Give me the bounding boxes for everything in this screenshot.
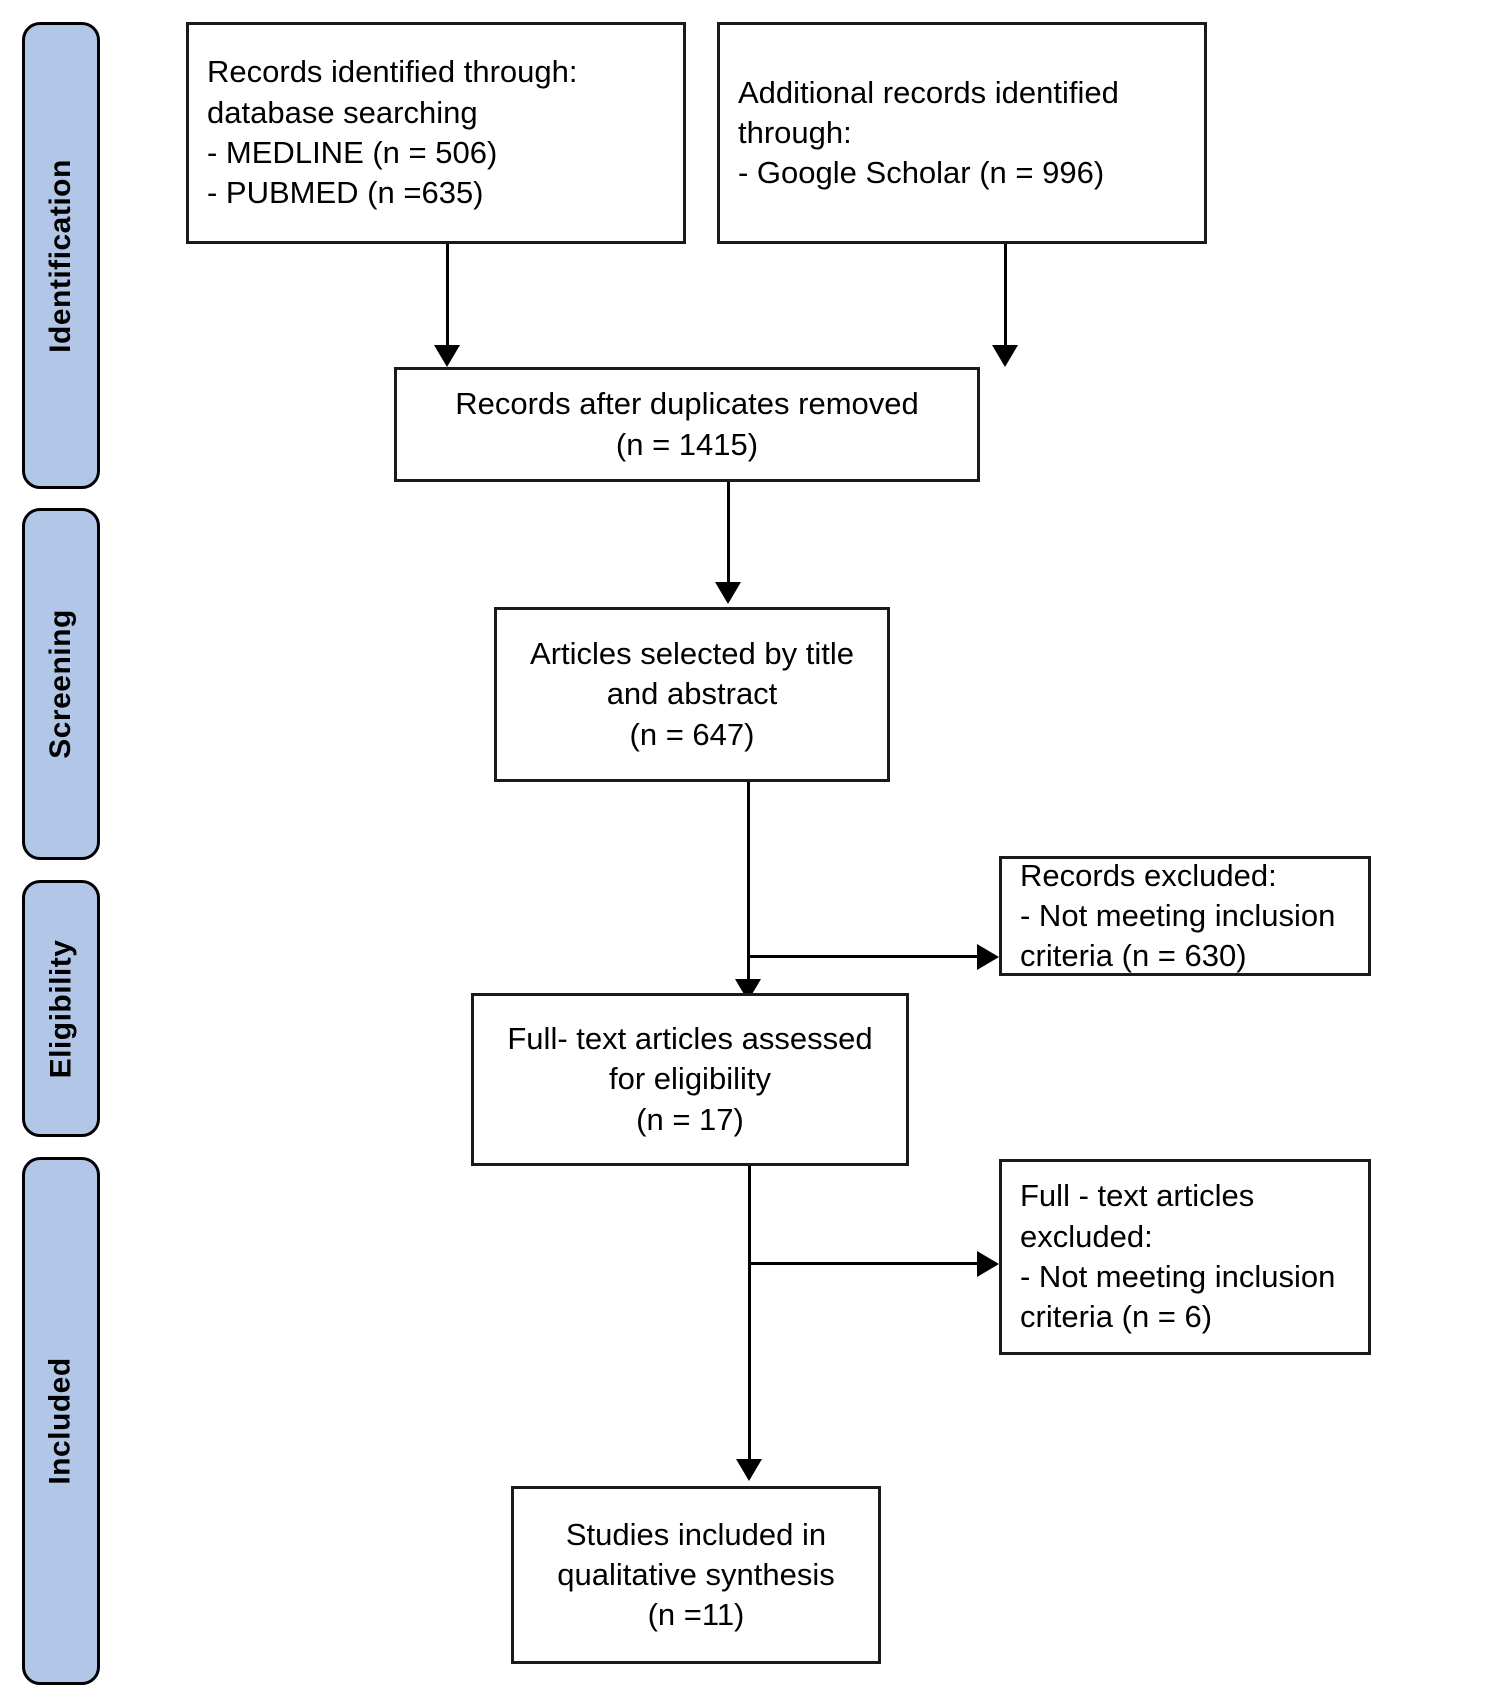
arrowhead-duplicates-to-selected [715,582,741,604]
arrowhead-selected-to-records-excluded [977,944,999,970]
box-database-search-line-3: - MEDLINE (n = 506) [207,135,498,170]
connector-fulltext-to-fulltext-excluded [748,1262,979,1265]
box-records-excluded-line-2: - Not meeting inclusion [1020,897,1336,933]
box-fulltext-assessed: Full- text articles assessed for eligibi… [471,993,909,1166]
box-studies-included-line-2: qualitative synthesis [557,1556,835,1592]
box-additional-records-line-1: Additional records identified [738,74,1119,110]
box-records-excluded: Records excluded: - Not meeting inclusio… [999,856,1371,976]
box-duplicates-removed-line-2: (n = 1415) [615,426,759,462]
box-records-excluded-line-1: Records excluded: [1020,857,1277,893]
connector-database-to-duplicates [446,244,449,348]
box-title-abstract-line-3: (n = 647) [629,716,755,752]
box-additional-records-line-3: - Google Scholar (n = 996) [738,155,1105,191]
box-duplicates-removed-line-1: Records after duplicates removed [455,386,919,422]
connector-selected-to-records-excluded [747,955,979,958]
box-fulltext-assessed-line-1: Full- text articles assessed [507,1021,873,1057]
box-fulltext-excluded-line-2: excluded: [1020,1218,1153,1254]
stage-identification: Identification [22,22,100,489]
stage-included: Included [22,1157,100,1685]
connector-duplicates-to-selected [727,482,730,585]
stage-eligibility: Eligibility [22,880,100,1137]
box-studies-included-line-1: Studies included in [565,1516,827,1552]
box-additional-records-line-2: through: [738,114,852,150]
box-fulltext-assessed-line-2: for eligibility [609,1061,771,1097]
connector-additional-to-duplicates [1004,244,1007,348]
arrowhead-fulltext-to-included [736,1459,762,1481]
box-studies-included-line-3: (n =11) [647,1597,745,1633]
box-duplicates-removed: Records after duplicates removed (n = 14… [394,367,980,482]
arrowhead-database-to-duplicates [434,345,460,367]
stage-identification-label: Identification [44,158,78,353]
box-records-excluded-line-3: criteria (n = 630) [1020,938,1247,974]
arrowhead-additional-to-duplicates [992,345,1018,367]
box-database-search: Records identified through: database sea… [186,22,686,244]
arrowhead-fulltext-to-fulltext-excluded [977,1251,999,1277]
stage-eligibility-label: Eligibility [44,939,78,1078]
stage-screening: Screening [22,508,100,860]
box-database-search-line-1: Records identified through: [207,54,578,90]
connector-selected-to-fulltext [747,782,750,982]
box-studies-included: Studies included in qualitative synthesi… [511,1486,881,1664]
box-fulltext-excluded-line-3: - Not meeting inclusion [1020,1259,1336,1294]
box-title-abstract-line-2: and abstract [606,676,778,712]
stage-included-label: Included [44,1357,77,1485]
box-fulltext-assessed-line-3: (n = 17) [636,1101,744,1137]
box-database-search-line-2: database searching [207,94,478,130]
box-fulltext-excluded-line-1: Full - text articles [1020,1178,1255,1214]
box-database-search-line-4: - PUBMED (n =635) [207,175,484,211]
connector-fulltext-to-included [748,1166,751,1461]
box-fulltext-excluded: Full - text articles excluded: - Not mee… [999,1159,1371,1355]
box-additional-records: Additional records identified through: -… [717,22,1207,244]
stage-screening-label: Screening [44,609,77,759]
box-title-abstract-selected: Articles selected by title and abstract … [494,607,890,782]
box-title-abstract-line-1: Articles selected by title [530,636,854,672]
box-fulltext-excluded-line-4: criteria (n = 6) [1020,1299,1213,1335]
